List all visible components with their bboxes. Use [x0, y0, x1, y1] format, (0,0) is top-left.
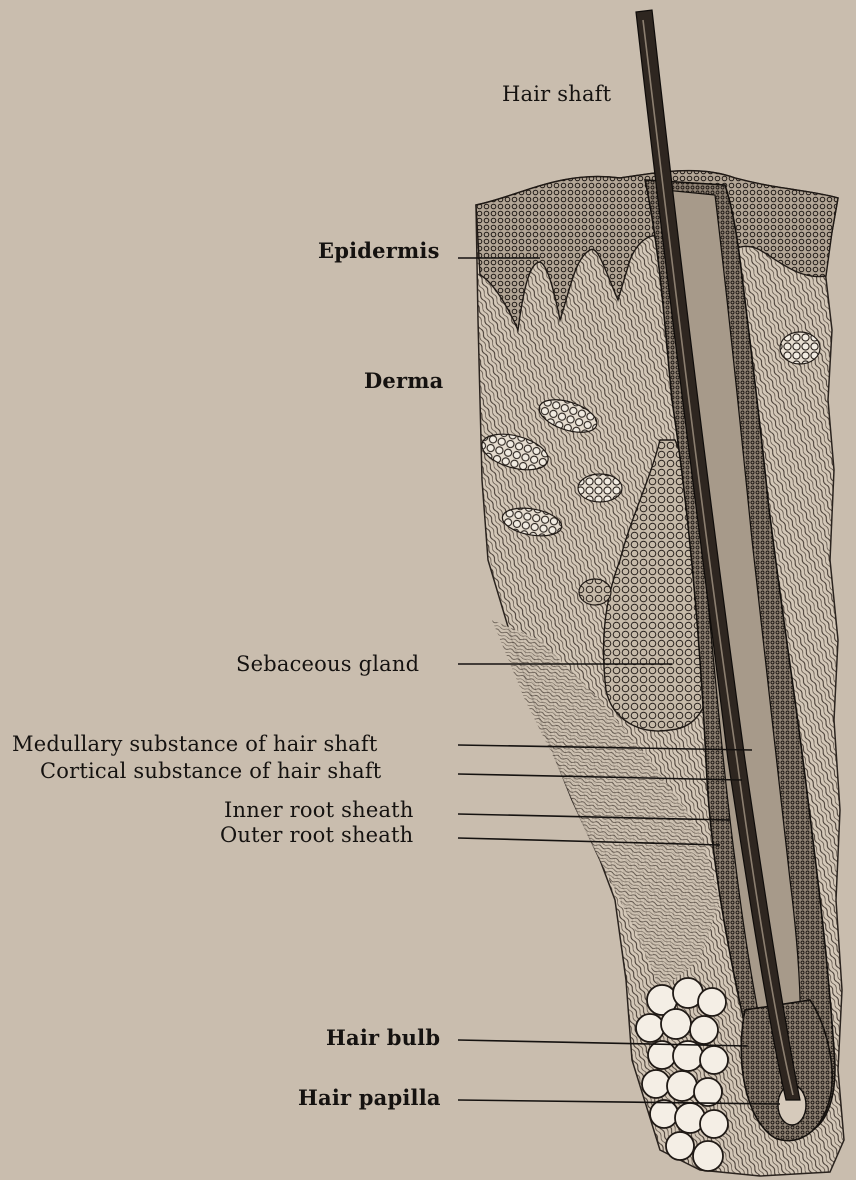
fat-cluster — [578, 474, 622, 502]
label-hair-papilla: Hair papilla — [298, 1087, 441, 1108]
label-epidermis: Epidermis — [318, 240, 440, 261]
subcutaneous-fat — [636, 978, 728, 1171]
label-hair-shaft: Hair shaft — [502, 84, 611, 105]
fat-cluster — [579, 579, 611, 605]
label-sebaceous-gland: Sebaceous gland — [236, 654, 419, 675]
label-outer-root-sheath: Outer root sheath — [220, 825, 413, 846]
label-cortical-substance: Cortical substance of hair shaft — [40, 761, 381, 782]
fat-cluster — [780, 332, 820, 364]
label-inner-root-sheath: Inner root sheath — [224, 800, 414, 821]
label-derma: Derma — [364, 370, 443, 391]
label-hair-bulb: Hair bulb — [326, 1027, 440, 1048]
label-medullary-substance: Medullary substance of hair shaft — [12, 734, 378, 755]
